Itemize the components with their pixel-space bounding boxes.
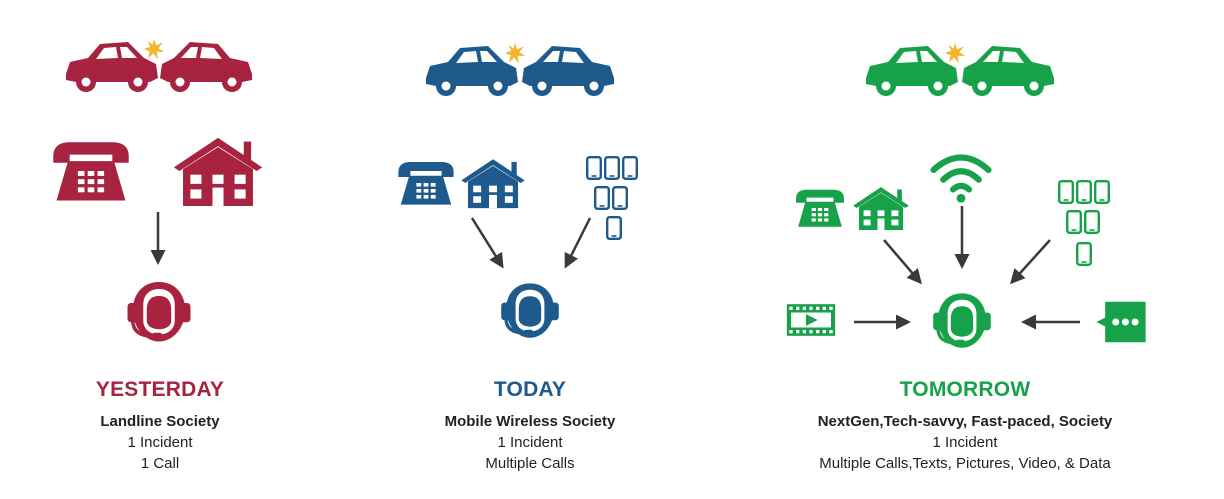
wifi-icon — [934, 158, 989, 203]
incident-label: 1 Incident — [932, 434, 998, 451]
mobile-phones-icon — [586, 156, 638, 240]
arrow-icon — [1009, 239, 1051, 285]
text-message-icon — [1096, 301, 1146, 343]
panel-tomorrow: TOMORROW NextGen,Tech-savvy, Fast-paced,… — [750, 0, 1180, 499]
era-title: TODAY — [493, 378, 567, 401]
calls-label: Multiple Calls,Texts, Pictures, Video, &… — [819, 455, 1111, 472]
mobile-phones-icon — [1058, 180, 1110, 266]
landline-phone-icon — [398, 162, 454, 205]
calls-label: 1 Call — [140, 455, 180, 472]
dispatcher-headset-icon — [931, 291, 993, 350]
car-crash-icon — [866, 42, 1054, 96]
dispatcher-headset-icon — [499, 281, 561, 340]
society-label: Landline Society — [100, 413, 220, 430]
arrow-icon — [470, 217, 504, 269]
society-label: NextGen,Tech-savvy, Fast-paced, Society — [817, 413, 1113, 430]
yesterday-illustration — [53, 38, 263, 344]
calls-label: Multiple Calls — [485, 455, 575, 472]
arrow-icon — [883, 239, 922, 285]
video-icon — [786, 304, 836, 336]
incident-label: 1 Incident — [127, 434, 193, 451]
era-title: YESTERDAY — [95, 378, 225, 401]
panel-today: TODAY Mobile Wireless Society 1 Incident… — [380, 0, 680, 499]
panel-yesterday: YESTERDAY Landline Society 1 Incident 1 … — [0, 0, 320, 499]
dispatcher-headset-icon — [125, 280, 193, 344]
arrow-icon — [564, 217, 592, 269]
era-title: TOMORROW — [899, 378, 1031, 401]
landline-phone-icon — [53, 142, 129, 201]
tomorrow-illustration — [786, 42, 1146, 350]
house-icon — [853, 187, 909, 231]
house-icon — [173, 137, 263, 206]
car-crash-icon — [426, 42, 614, 96]
landline-phone-icon — [796, 189, 844, 227]
today-illustration — [398, 42, 638, 340]
incident-label: 1 Incident — [497, 434, 563, 451]
society-label: Mobile Wireless Society — [444, 413, 616, 430]
house-icon — [461, 159, 525, 209]
car-crash-icon — [66, 38, 252, 92]
